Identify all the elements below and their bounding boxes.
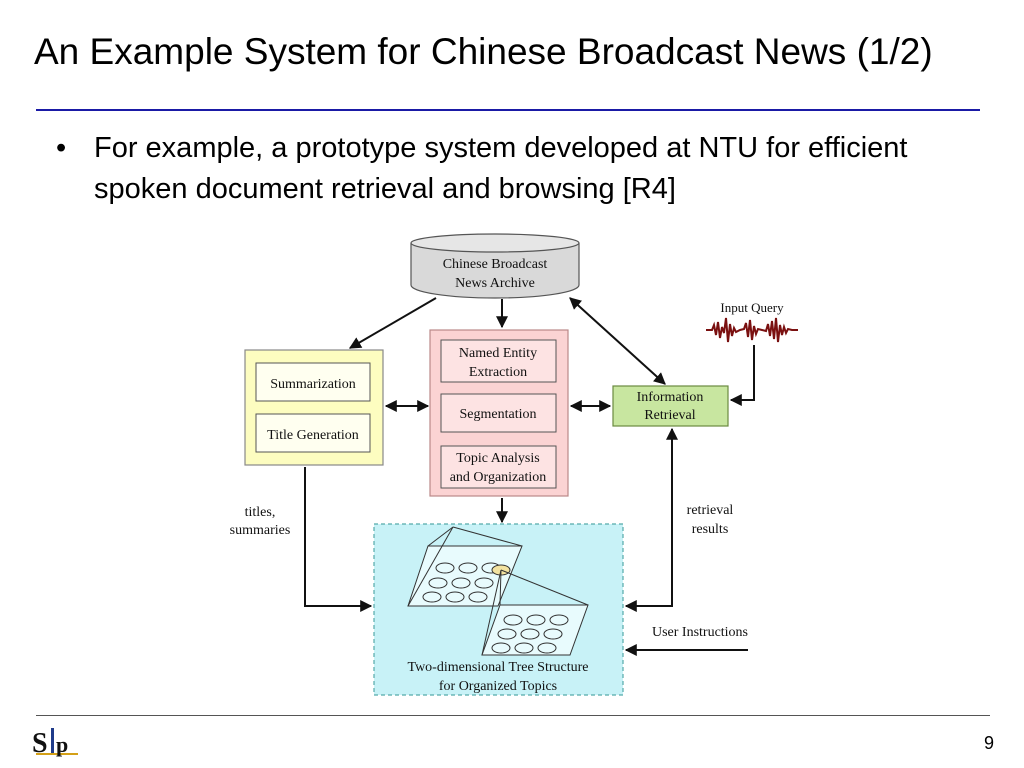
bullet-text: For example, a prototype system develope… — [94, 132, 908, 205]
archive-cylinder: Chinese Broadcast News Archive — [410, 233, 580, 299]
topic-analysis-line2: and Organization — [450, 470, 547, 485]
tree-structure-box: Two-dimensional Tree Structure for Organ… — [373, 523, 624, 696]
named-entity-line2: Extraction — [469, 365, 527, 380]
archive-label-line2: News Archive — [455, 276, 535, 291]
tree-label-line1: Two-dimensional Tree Structure — [408, 660, 589, 675]
titles-summaries-line2: summaries — [230, 523, 291, 538]
ir-label-line1: Information — [637, 390, 704, 405]
slp-logo: S p — [32, 728, 78, 759]
page-number: 9 — [983, 733, 994, 753]
archive-label-line1: Chinese Broadcast — [443, 257, 548, 272]
svg-text:p: p — [56, 732, 68, 757]
svg-text:S: S — [32, 728, 48, 759]
title-generation-label: Title Generation — [267, 428, 359, 443]
titles-summaries-line1: titles, — [245, 505, 276, 520]
title-underline — [36, 109, 980, 111]
summarization-group: Summarization Title Generation — [244, 349, 384, 466]
slide-title: An Example System for Chinese Broadcast … — [34, 31, 933, 72]
named-entity-line1: Named Entity — [459, 346, 537, 361]
input-query-label: Input Query — [720, 300, 784, 315]
waveform-icon — [706, 317, 798, 343]
user-instructions-label: User Instructions — [652, 625, 748, 640]
footer-rule — [36, 715, 990, 716]
segmentation-label: Segmentation — [460, 407, 537, 422]
retrieval-results-line1: retrieval — [687, 503, 734, 518]
processing-group: Named Entity Extraction Segmentation Top… — [429, 329, 569, 497]
diagram-arrows — [304, 297, 755, 656]
information-retrieval-box: Information Retrieval — [612, 385, 729, 427]
retrieval-results-line2: results — [692, 522, 729, 537]
tree-label-line2: for Organized Topics — [439, 679, 557, 694]
bullet-symbol: • — [56, 132, 67, 164]
summarization-label: Summarization — [270, 377, 356, 392]
topic-analysis-line1: Topic Analysis — [456, 451, 539, 466]
ir-label-line2: Retrieval — [644, 408, 695, 423]
